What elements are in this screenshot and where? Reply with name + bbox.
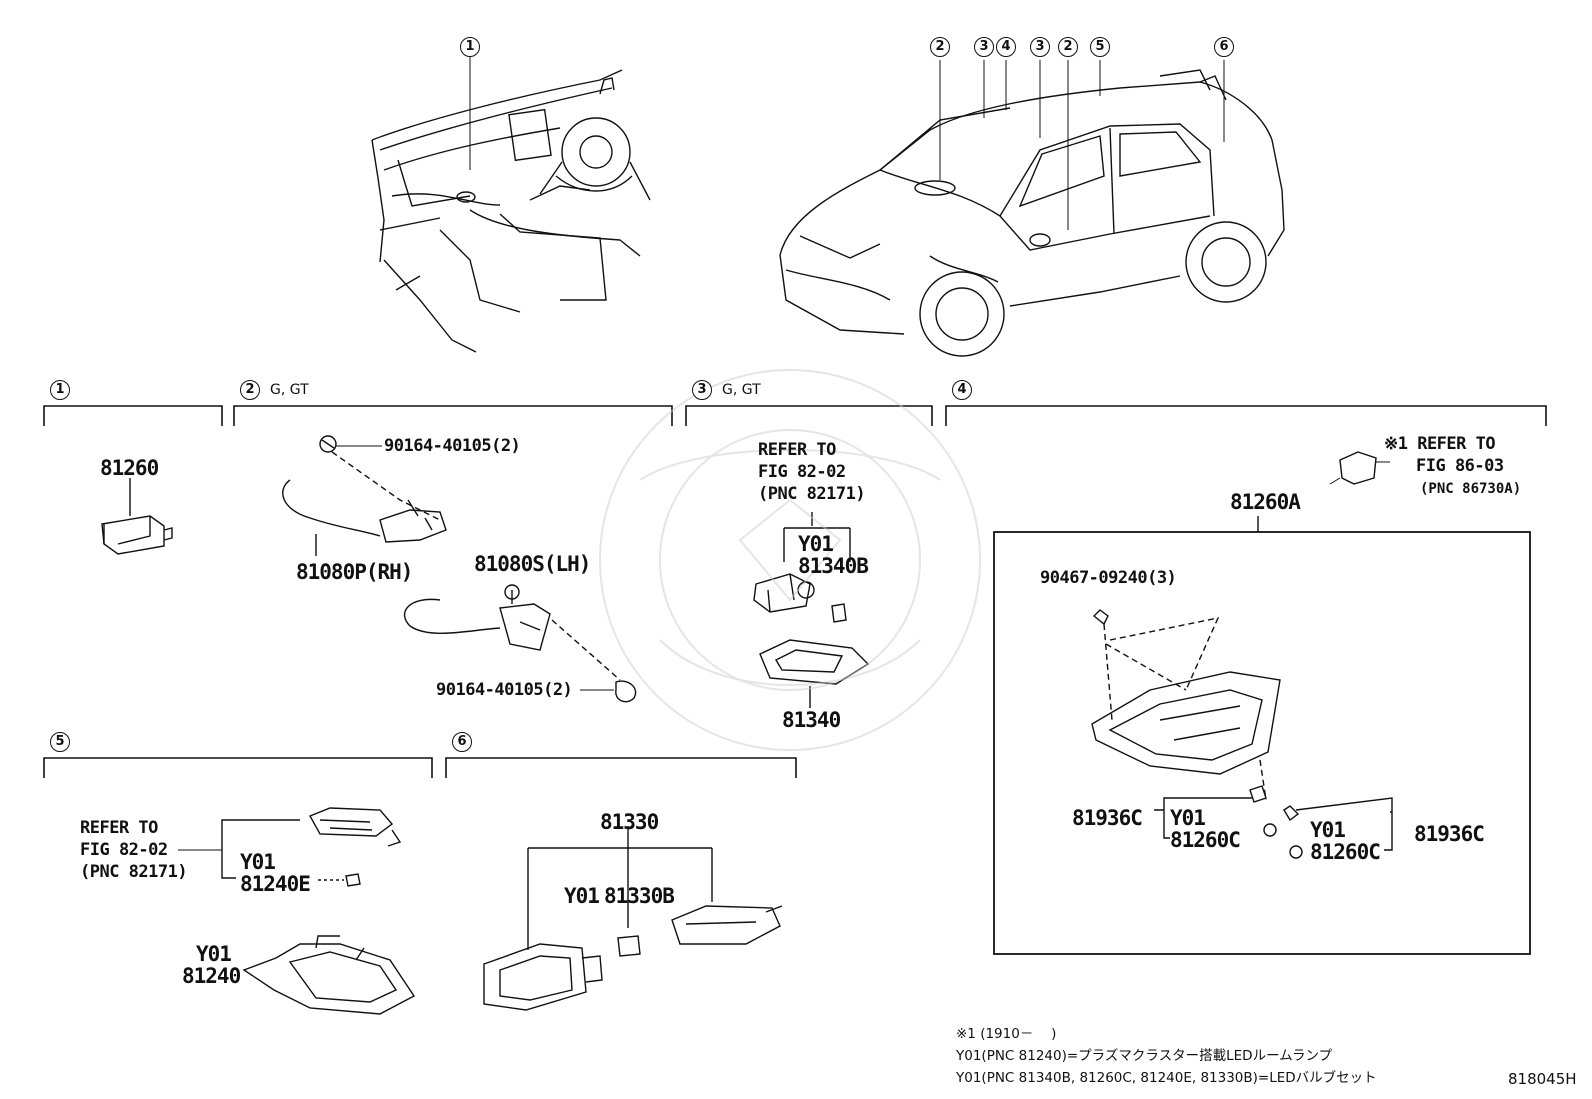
part-90164-40105-bottom: 90164-40105(2): [436, 680, 573, 700]
section-6-parts: [483, 826, 783, 1011]
part-81936c-left: 81936C: [1072, 806, 1143, 830]
section-1-number: 1: [50, 380, 70, 400]
watermark-emblem: [599, 369, 981, 751]
callout-3: 3: [974, 37, 994, 57]
section-2-parts: [282, 435, 637, 703]
section-4-refer-line3: (PNC 86730A): [1420, 481, 1522, 497]
part-81260a: 81260A: [1230, 490, 1301, 514]
section-3-refer-line2: FIG 82-02: [758, 462, 846, 482]
part-81080s-lh: 81080S(LH): [474, 552, 591, 576]
section-5-y01: Y01: [240, 850, 276, 874]
section-5-number: 5: [50, 732, 70, 752]
note-line-1: ※1 (1910－ ): [956, 1026, 1057, 1042]
callout-1: 1: [460, 37, 480, 57]
part-81936c-right: 81936C: [1414, 822, 1485, 846]
callout-6: 6: [1214, 37, 1234, 57]
part-81240e: 81240E: [240, 872, 311, 896]
part-81330: 81330: [600, 810, 659, 834]
note-line-2: Y01(PNC 81240)=プラズマクラスター搭載LEDルームランプ: [956, 1048, 1333, 1064]
section-5-refer-line2: FIG 82-02: [80, 840, 168, 860]
section-3-y01: Y01: [798, 532, 834, 556]
section-4-refer-line2: FIG 86-03: [1416, 456, 1504, 476]
section-3-label: G, GT: [722, 382, 761, 398]
section-4-number: 4: [952, 380, 972, 400]
section-5-refer-line3: (PNC 82171): [80, 862, 188, 882]
part-81260c-left: 81260C: [1170, 828, 1241, 852]
callout-4: 4: [996, 37, 1016, 57]
figure-id: 818045H: [1508, 1070, 1577, 1088]
part-81240: 81240: [182, 964, 241, 988]
section-5-y01-b: Y01: [196, 942, 232, 966]
section-4-y01-right: Y01: [1310, 818, 1346, 842]
part-81340b: 81340B: [798, 554, 869, 578]
section-2-number: 2: [240, 380, 260, 400]
part-81330b: 81330B: [604, 884, 675, 908]
callout-2: 2: [930, 37, 950, 57]
section-6-number: 6: [452, 732, 472, 752]
section-2-label: G, GT: [270, 382, 309, 398]
section-1-parts: [101, 478, 173, 555]
section-3-number: 3: [692, 380, 712, 400]
part-81080p-rh: 81080P(RH): [296, 560, 413, 584]
callout-2b: 2: [1058, 37, 1078, 57]
vehicle-illustration: [779, 60, 1285, 357]
section-6-y01: Y01: [564, 884, 600, 908]
part-81260: 81260: [100, 456, 159, 480]
section-3-refer-line3: (PNC 82171): [758, 484, 866, 504]
callout-3b: 3: [1030, 37, 1050, 57]
section-4-y01-left: Y01: [1170, 806, 1206, 830]
note-line-3: Y01(PNC 81340B, 81260C, 81240E, 81330B)=…: [956, 1070, 1377, 1086]
dashboard-illustration: [371, 48, 651, 353]
part-90164-40105-top: 90164-40105(2): [384, 436, 521, 456]
part-81260c-right: 81260C: [1310, 840, 1381, 864]
callout-5: 5: [1090, 37, 1110, 57]
part-81340: 81340: [782, 708, 841, 732]
section-brackets: [43, 405, 1547, 778]
section-4-refer-line1: ※1 REFER TO: [1384, 434, 1496, 454]
section-4-parts: [993, 451, 1531, 955]
section-3-refer-line1: REFER TO: [758, 440, 836, 460]
section-5-refer-line1: REFER TO: [80, 818, 158, 838]
section-5-parts: [178, 807, 416, 1015]
part-90467-09240: 90467-09240(3): [1040, 568, 1177, 588]
